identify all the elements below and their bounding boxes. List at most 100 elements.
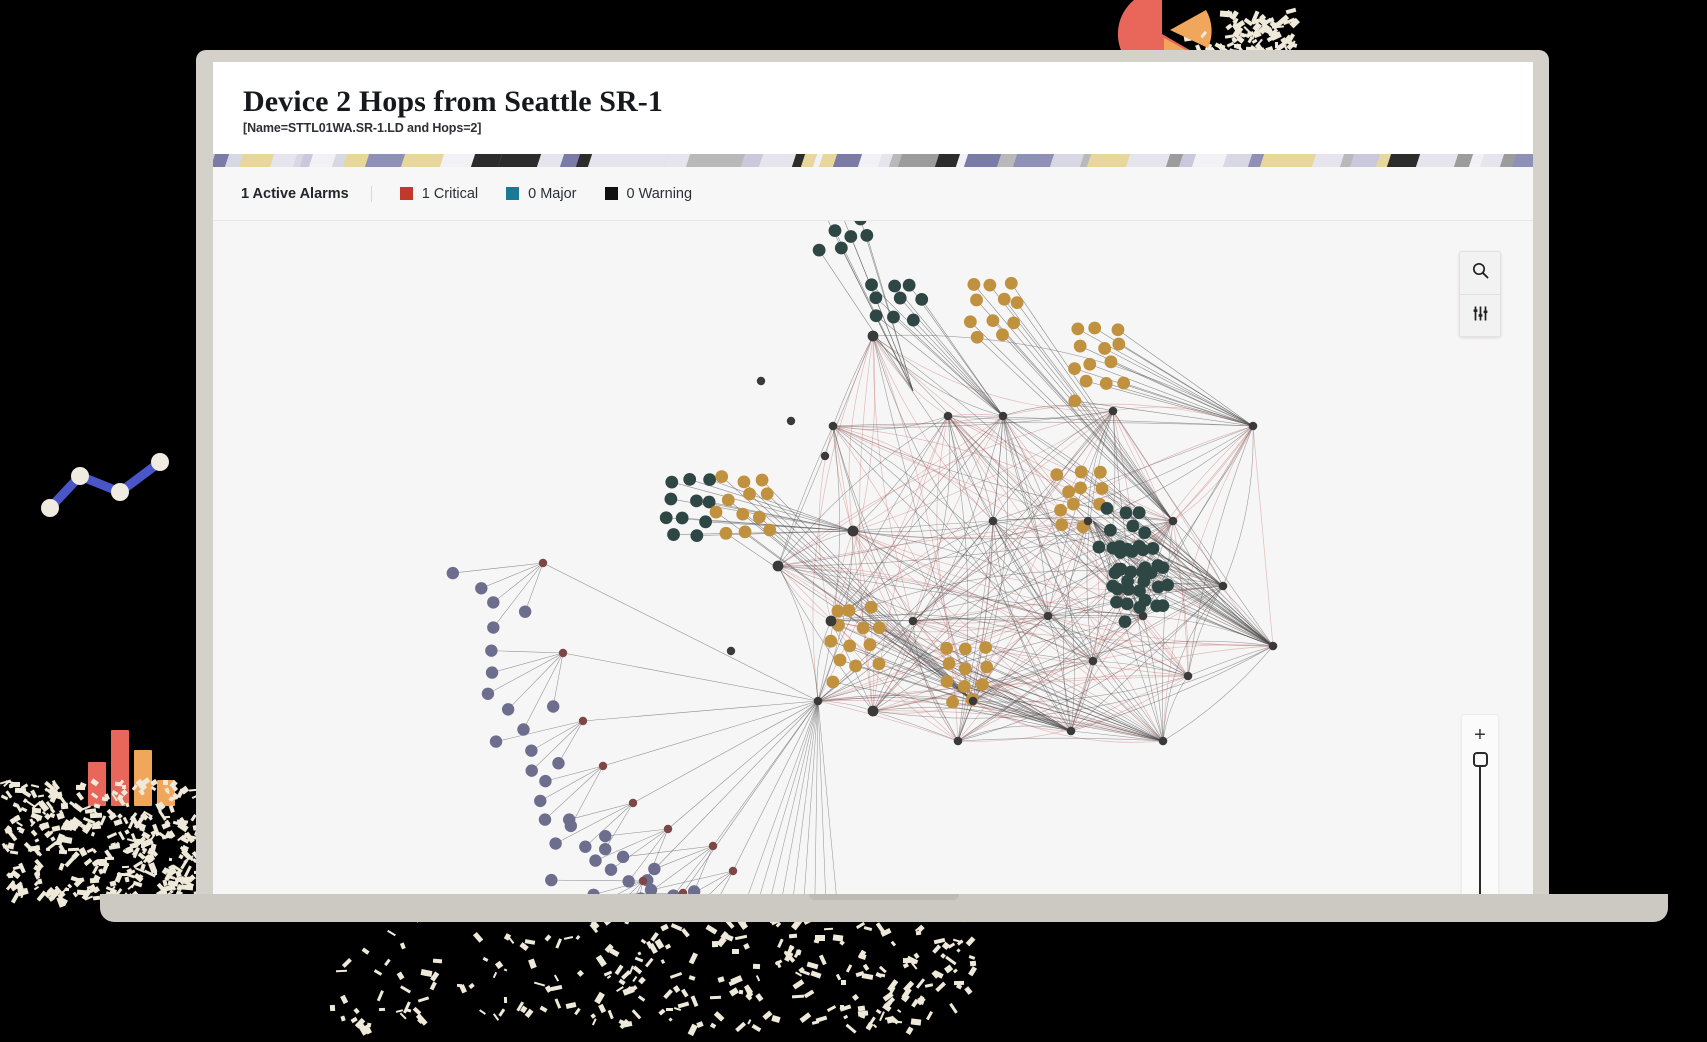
graph-node[interactable] [545, 873, 558, 887]
graph-node[interactable] [598, 761, 608, 771]
graph-node[interactable] [1098, 342, 1112, 355]
graph-node[interactable] [1083, 516, 1093, 526]
graph-node[interactable] [485, 644, 498, 657]
graph-node[interactable] [1218, 581, 1228, 591]
graph-node[interactable] [997, 292, 1011, 306]
graph-node[interactable] [1248, 421, 1258, 431]
graph-node[interactable] [638, 876, 648, 886]
graph-node[interactable] [940, 641, 954, 655]
graph-node[interactable] [1055, 518, 1069, 532]
graph-node[interactable] [743, 487, 756, 501]
graph-node[interactable] [549, 837, 562, 850]
graph-node[interactable] [854, 221, 867, 226]
graph-node[interactable] [1010, 296, 1024, 310]
graph-node[interactable] [1183, 671, 1193, 681]
graph-node[interactable] [755, 473, 769, 487]
graph-node[interactable] [579, 840, 592, 853]
graph-node[interactable] [958, 642, 972, 656]
graph-node[interactable] [752, 510, 766, 524]
graph-node[interactable] [1095, 482, 1109, 495]
graph-node[interactable] [763, 523, 777, 537]
graph-node[interactable] [986, 314, 1000, 327]
graph-node[interactable] [726, 646, 736, 656]
graph-node[interactable] [664, 492, 678, 506]
graph-node[interactable] [487, 621, 500, 634]
graph-node[interactable] [756, 376, 766, 386]
graph-node[interactable] [1079, 374, 1093, 388]
graph-node[interactable] [946, 695, 959, 709]
graph-node[interactable] [943, 411, 953, 421]
graph-node[interactable] [589, 854, 602, 867]
graph-node[interactable] [942, 657, 956, 670]
graph-node[interactable] [1054, 503, 1067, 517]
graph-node[interactable] [826, 675, 840, 689]
graph-node[interactable] [667, 889, 680, 894]
graph-node[interactable] [644, 883, 658, 894]
graph-node[interactable] [708, 841, 718, 851]
graph-node[interactable] [1074, 465, 1088, 479]
graph-node[interactable] [824, 634, 838, 648]
alarm-warning[interactable]: 0 Warning [604, 186, 692, 202]
graph-node[interactable] [703, 473, 717, 486]
graph-node[interactable] [906, 313, 920, 327]
graph-node[interactable] [1073, 339, 1087, 353]
graph-node[interactable] [663, 824, 673, 834]
graph-node[interactable] [702, 495, 716, 509]
graph-node[interactable] [728, 866, 738, 876]
graph-node[interactable] [1043, 611, 1053, 621]
graph-node[interactable] [786, 416, 796, 426]
graph-node[interactable] [998, 411, 1008, 421]
graph-node[interactable] [1138, 526, 1152, 540]
graph-node[interactable] [1088, 321, 1102, 335]
graph-node[interactable] [678, 888, 688, 894]
graph-node[interactable] [534, 794, 547, 808]
graph-node[interactable] [1126, 519, 1140, 533]
network-graph-svg[interactable] [213, 221, 1533, 894]
graph-node[interactable] [622, 875, 635, 888]
graph-node[interactable] [736, 507, 750, 521]
graph-node[interactable] [518, 605, 532, 618]
graph-node[interactable] [996, 328, 1009, 342]
graph-node[interactable] [1136, 543, 1150, 557]
graph-node[interactable] [1138, 593, 1152, 607]
graph-node[interactable] [831, 604, 845, 618]
graph-node[interactable] [843, 639, 857, 653]
graph-node[interactable] [578, 716, 588, 726]
graph-node[interactable] [687, 885, 701, 894]
graph-node[interactable] [970, 330, 984, 344]
graph-node[interactable] [893, 291, 907, 305]
graph-node[interactable] [872, 621, 886, 635]
graph-node[interactable] [1120, 542, 1134, 556]
filter-settings-button[interactable] [1460, 294, 1500, 336]
graph-node[interactable] [715, 470, 729, 484]
graph-node[interactable] [1158, 736, 1168, 746]
graph-node[interactable] [1068, 362, 1081, 376]
graph-node[interactable] [1004, 276, 1018, 290]
graph-node[interactable] [844, 230, 858, 243]
graph-node[interactable] [1112, 337, 1126, 351]
graph-node[interactable] [958, 662, 972, 676]
graph-node[interactable] [772, 560, 784, 572]
graph-node[interactable] [539, 774, 552, 788]
network-graph-canvas[interactable]: + [213, 221, 1533, 894]
zoom-in-button[interactable]: + [1474, 724, 1486, 746]
graph-node[interactable] [1074, 481, 1087, 495]
graph-node[interactable] [1093, 465, 1107, 479]
graph-node[interactable] [665, 475, 679, 489]
graph-node[interactable] [737, 475, 751, 489]
graph-node[interactable] [869, 309, 883, 323]
zoom-handle[interactable] [1472, 752, 1488, 767]
graph-node[interactable] [587, 888, 600, 894]
graph-node[interactable] [525, 744, 538, 757]
graph-node[interactable] [813, 696, 823, 706]
graph-node[interactable] [1106, 579, 1120, 593]
graph-node[interactable] [834, 241, 848, 255]
graph-node[interactable] [1066, 497, 1080, 511]
graph-node[interactable] [976, 678, 989, 691]
graph-node[interactable] [562, 813, 576, 826]
graph-node[interactable] [864, 600, 878, 614]
graph-node[interactable] [481, 687, 495, 700]
graph-node[interactable] [760, 487, 774, 501]
graph-node[interactable] [915, 293, 929, 306]
graph-node[interactable] [487, 596, 500, 609]
